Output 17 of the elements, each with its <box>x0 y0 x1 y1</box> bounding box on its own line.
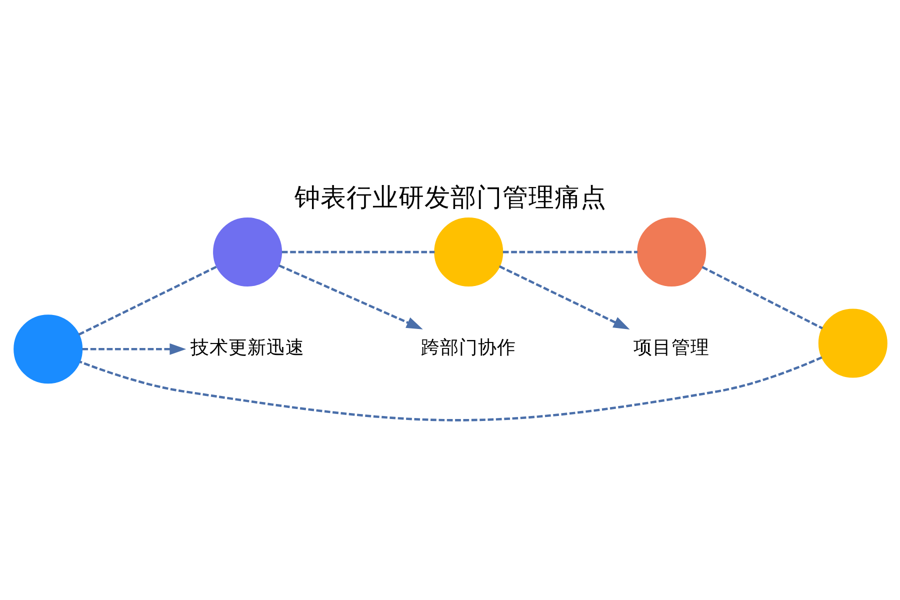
connector <box>701 266 822 329</box>
arrow <box>498 264 630 329</box>
node-text: 项目管理 <box>633 337 710 358</box>
connector <box>78 265 217 336</box>
arrow <box>82 342 186 354</box>
connector <box>281 250 434 253</box>
connector <box>502 250 638 253</box>
arrow <box>278 264 422 329</box>
node-circle <box>434 217 503 286</box>
node-circle <box>212 217 282 286</box>
diagram-title: 钟表行业研发部门管理痛点 <box>294 182 606 212</box>
node-text: 跨部门协作 <box>420 337 516 358</box>
node-circle <box>636 217 706 286</box>
node-text: 技术更新迅速 <box>190 337 304 358</box>
node-circle <box>13 314 82 384</box>
connector <box>78 356 822 421</box>
node-circle <box>818 308 887 378</box>
